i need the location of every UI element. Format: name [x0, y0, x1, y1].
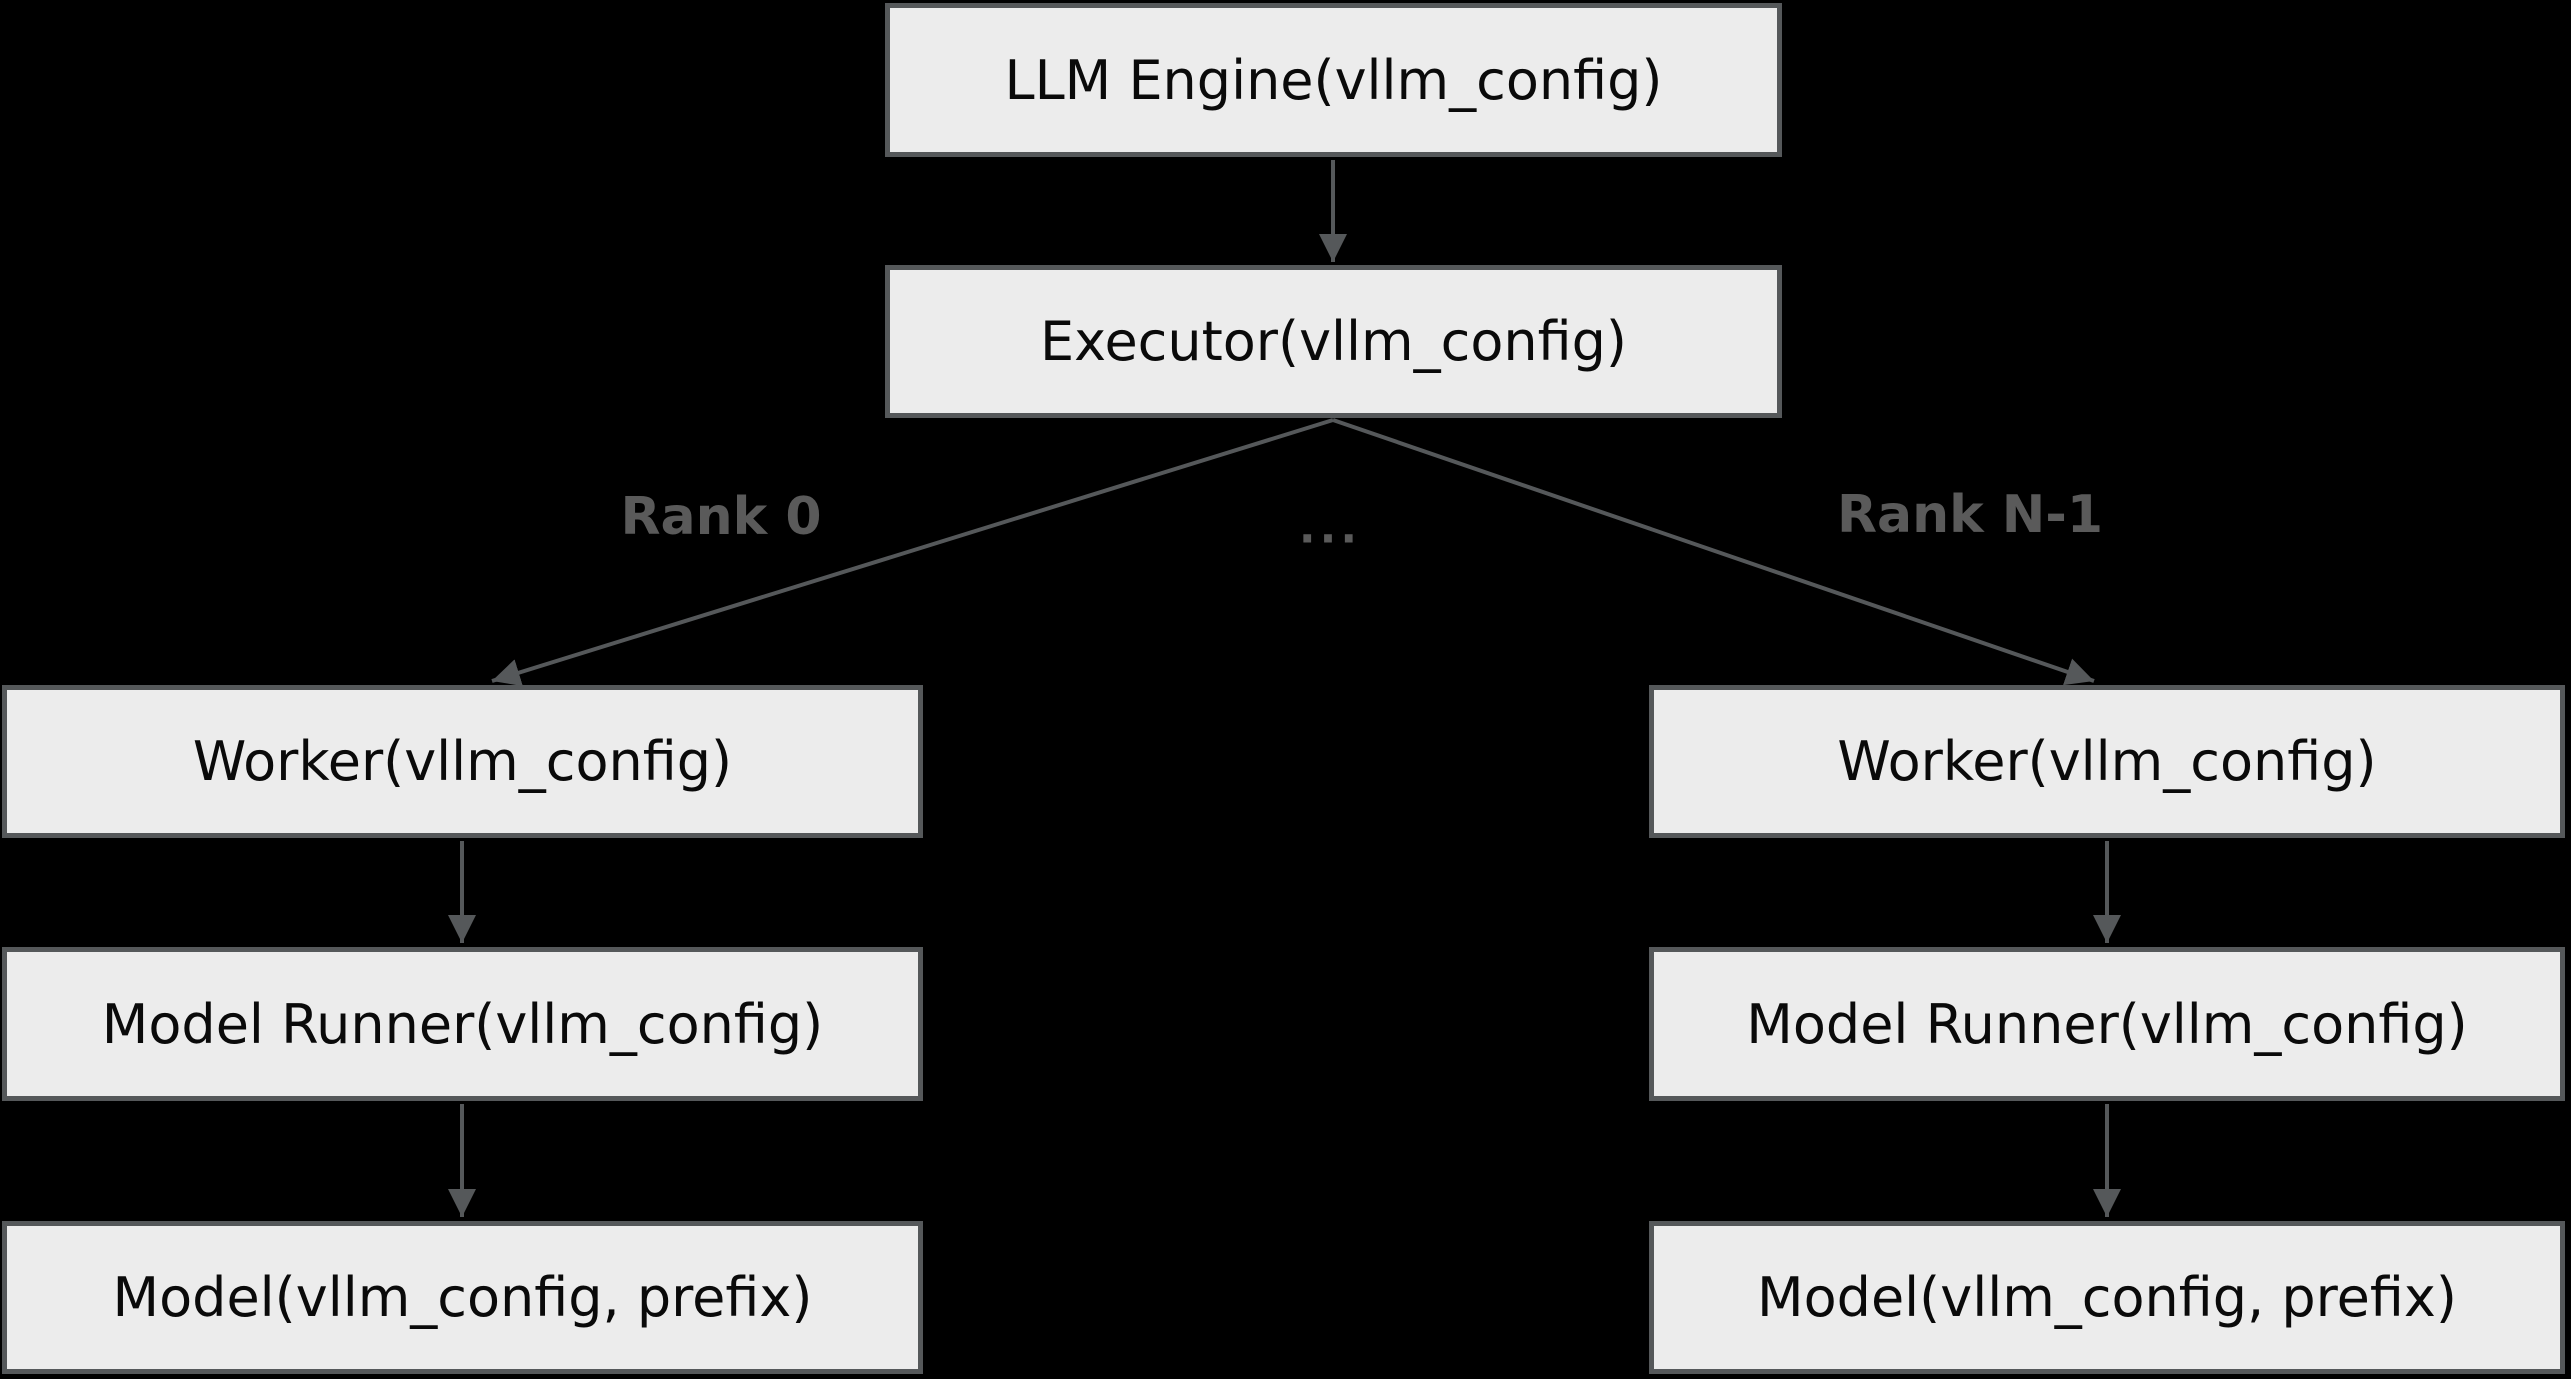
node-executor: Executor(vllm_config)	[885, 265, 1782, 418]
node-worker-rank-0-label: Worker(vllm_config)	[192, 730, 733, 793]
node-model-rank-n-1-label: Model(vllm_config, prefix)	[1757, 1266, 2457, 1329]
node-executor-label: Executor(vllm_config)	[1040, 310, 1627, 373]
edge-executor-to-worker-left	[491, 418, 1334, 687]
node-worker-rank-n-1: Worker(vllm_config)	[1649, 685, 2565, 838]
node-model-runner-rank-0-label: Model Runner(vllm_config)	[101, 992, 824, 1056]
node-model-rank-0-label: Model(vllm_config, prefix)	[112, 1266, 813, 1329]
node-worker-rank-0: Worker(vllm_config)	[2, 685, 923, 838]
edge-label-ellipsis: ...	[1298, 502, 1362, 554]
node-llm-engine: LLM Engine(vllm_config)	[885, 3, 1782, 157]
node-model-rank-n-1: Model(vllm_config, prefix)	[1649, 1221, 2565, 1374]
node-model-rank-0: Model(vllm_config, prefix)	[2, 1221, 923, 1374]
node-model-runner-rank-n-1-label: Model Runner(vllm_config)	[1746, 992, 2468, 1056]
edge-label-rank-0: Rank 0	[620, 487, 822, 547]
node-model-runner-rank-n-1: Model Runner(vllm_config)	[1649, 947, 2565, 1101]
edge-label-rank-n-1: Rank N-1	[1836, 485, 2104, 545]
node-worker-rank-n-1-label: Worker(vllm_config)	[1837, 730, 2377, 793]
node-llm-engine-label: LLM Engine(vllm_config)	[1004, 48, 1663, 112]
edge-executor-to-worker-right	[1332, 418, 2095, 686]
node-model-runner-rank-0: Model Runner(vllm_config)	[2, 947, 923, 1101]
